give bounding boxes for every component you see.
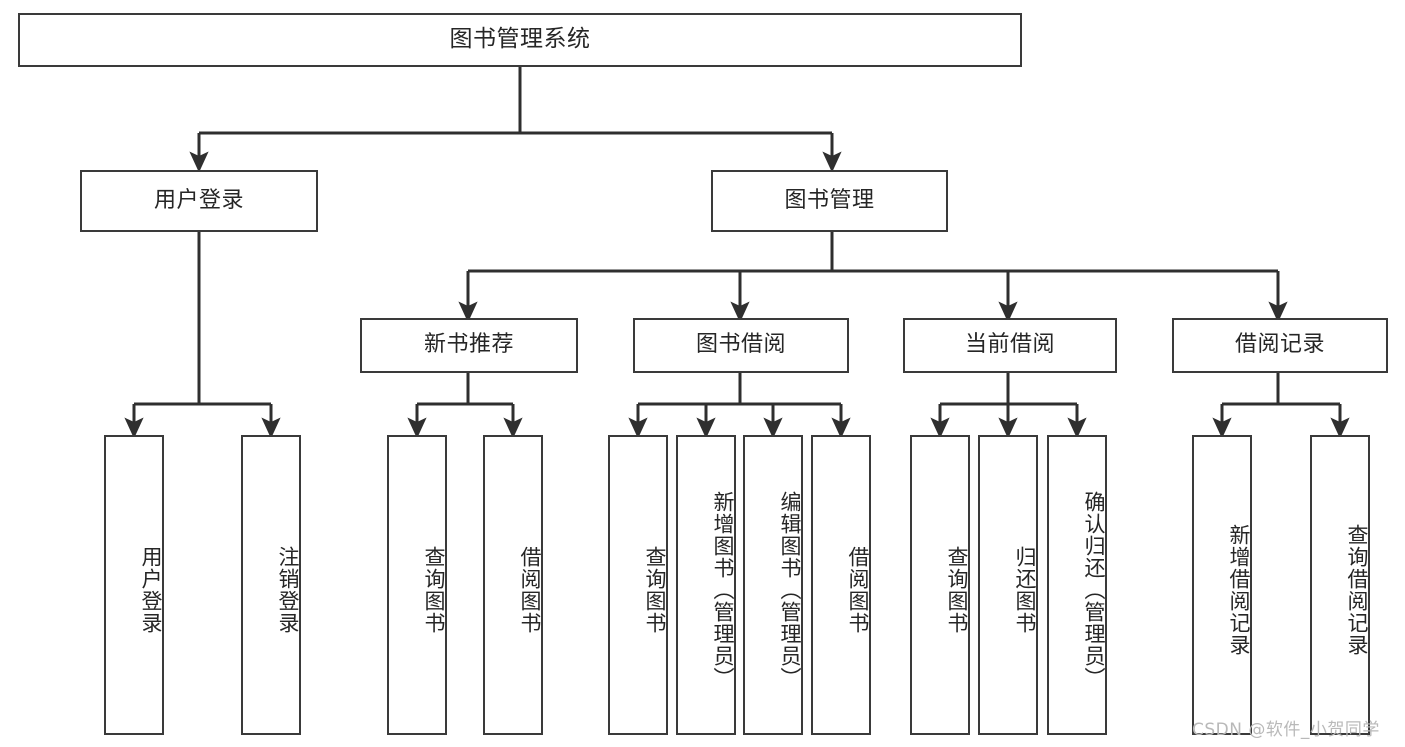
leaf-borrow-query-book[interactable]: 查询图书 [608,435,668,735]
leaf-user-login-logout[interactable]: 注销登录 [241,435,301,735]
node-root[interactable]: 图书管理系统 [18,13,1022,67]
node-book-borrow[interactable]: 图书借阅 [633,318,849,373]
node-book-management[interactable]: 图书管理 [711,170,948,232]
csdn-watermark: CSDN @软件_小贺同学 [1192,720,1380,740]
node-new-book-recommend[interactable]: 新书推荐 [360,318,578,373]
node-borrow-record[interactable]: 借阅记录 [1172,318,1388,373]
node-current-borrow[interactable]: 当前借阅 [903,318,1117,373]
leaf-record-query-record[interactable]: 查询借阅记录 [1310,435,1370,735]
leaf-new-book-borrow[interactable]: 借阅图书 [483,435,543,735]
node-user-login[interactable]: 用户登录 [80,170,318,232]
leaf-current-query-book[interactable]: 查询图书 [910,435,970,735]
leaf-current-confirm-return-admin[interactable]: 确认归还（管理员） [1047,435,1107,735]
leaf-new-book-query[interactable]: 查询图书 [387,435,447,735]
leaf-current-return-book[interactable]: 归还图书 [978,435,1038,735]
leaf-borrow-edit-book-admin[interactable]: 编辑图书（管理员） [743,435,803,735]
leaf-user-login-login[interactable]: 用户登录 [104,435,164,735]
leaf-record-add-record[interactable]: 新增借阅记录 [1192,435,1252,735]
leaf-borrow-add-book-admin[interactable]: 新增图书（管理员） [676,435,736,735]
leaf-borrow-borrow-book[interactable]: 借阅图书 [811,435,871,735]
